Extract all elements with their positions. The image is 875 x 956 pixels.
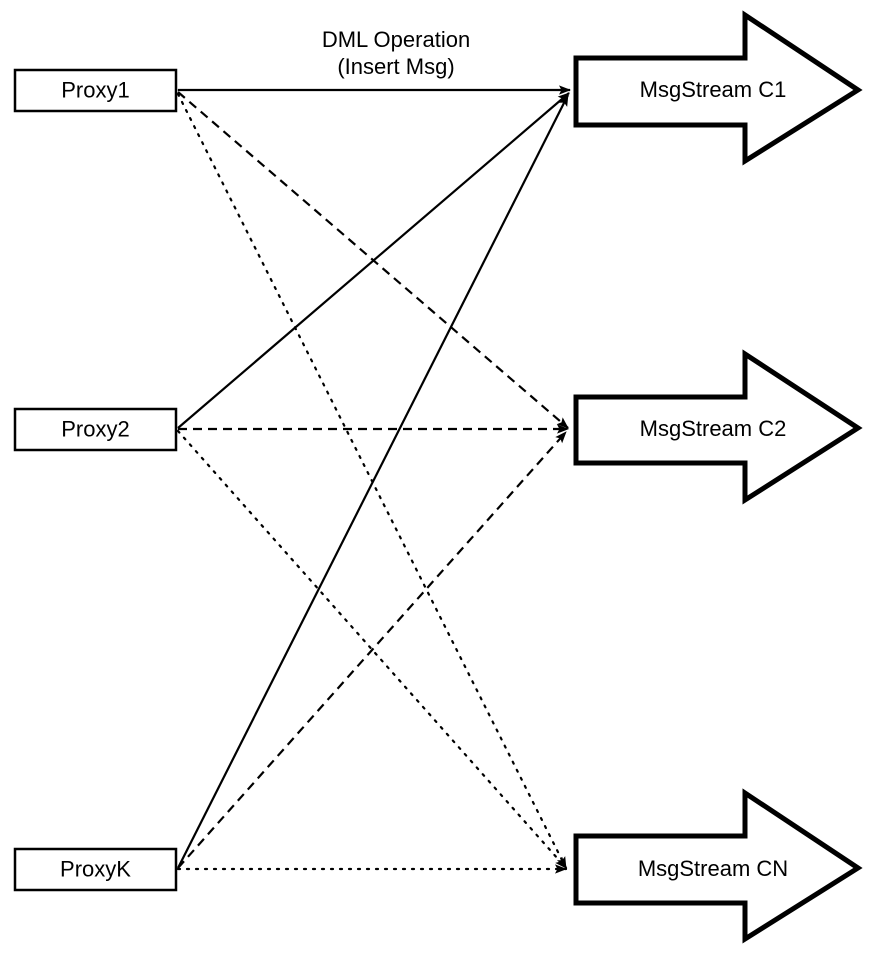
msgstream-c2-arrow-shape[interactable] bbox=[573, 349, 863, 505]
msgstream-cn-label: MsgStream CN bbox=[638, 856, 788, 881]
proxy2-box[interactable] bbox=[13, 407, 178, 452]
proxy2-label: Proxy2 bbox=[61, 416, 129, 441]
source-node-proxyk[interactable]: ProxyK bbox=[13, 847, 178, 892]
proxyk-label: ProxyK bbox=[60, 856, 131, 881]
target-node-msgstream-c2[interactable]: MsgStream C2 bbox=[573, 349, 863, 505]
edge-proxy2-to-msgstream-c1[interactable] bbox=[177, 92, 570, 429]
edge-layer bbox=[168, 85, 571, 874]
source-node-proxy2[interactable]: Proxy2 bbox=[13, 407, 178, 452]
msgstream-c1-label: MsgStream C1 bbox=[640, 77, 787, 102]
edge-proxy2-to-msgstream-cn[interactable] bbox=[176, 429, 568, 870]
edge-annotation-line-2: (Insert Msg) bbox=[337, 54, 454, 79]
edge-proxy1-to-msgstream-cn[interactable] bbox=[176, 92, 568, 870]
edge-annotation-dml-operation: DML Operation (Insert Msg) bbox=[322, 27, 470, 79]
proxyk-box[interactable] bbox=[13, 847, 178, 892]
msgstream-cn-arrow-shape[interactable] bbox=[573, 788, 863, 944]
target-node-msgstream-cn[interactable]: MsgStream CN bbox=[573, 788, 863, 944]
proxy1-box[interactable] bbox=[13, 68, 178, 113]
edge-annotation-line-1: DML Operation bbox=[322, 27, 470, 52]
target-node-msgstream-c1[interactable]: MsgStream C1 bbox=[573, 10, 863, 166]
source-node-proxy1[interactable]: Proxy1 bbox=[13, 68, 178, 113]
msgstream-c2-label: MsgStream C2 bbox=[640, 416, 787, 441]
edge-proxyk-to-msgstream-c1[interactable] bbox=[177, 94, 569, 869]
proxy1-label: Proxy1 bbox=[61, 77, 129, 102]
edge-proxyk-to-msgstream-c2[interactable] bbox=[177, 431, 567, 869]
msgstream-c1-arrow-shape[interactable] bbox=[573, 10, 863, 166]
